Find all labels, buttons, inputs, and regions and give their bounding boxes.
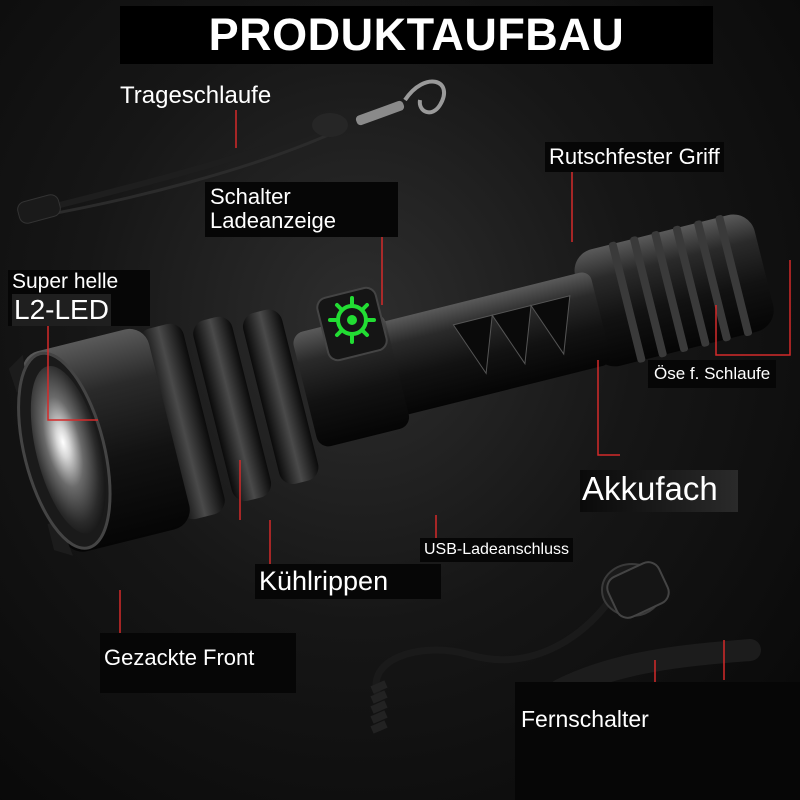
label-schalter: Schalter	[210, 184, 291, 209]
label-gezackte-front: Gezackte Front	[100, 633, 296, 693]
label-usb: USB-Ladeanschluss	[420, 538, 573, 562]
label-ladeanzeige: Ladeanzeige	[210, 208, 337, 233]
switch-button	[316, 286, 388, 362]
title-banner: PRODUKTAUFBAU	[120, 6, 713, 64]
label-l2-led: L2-LED	[12, 294, 111, 326]
lanyard	[17, 79, 447, 224]
label-akkufach: Akkufach	[580, 470, 738, 512]
leader-lines	[47, 110, 791, 690]
flashlight-body	[8, 214, 774, 556]
label-fernschalter: Fernschalter	[515, 682, 800, 800]
label-kuehlrippen: Kühlrippen	[255, 564, 441, 599]
page-title: PRODUKTAUFBAU	[208, 9, 625, 60]
label-schalter-box: Schalter Ladeanzeige	[205, 182, 398, 237]
label-led-box: Super helle L2-LED	[8, 270, 150, 326]
label-trageschlaufe: Trageschlaufe	[120, 82, 272, 109]
label-oese: Öse f. Schlaufe	[648, 360, 777, 388]
label-super-helle: Super helle	[12, 270, 119, 293]
label-rutschfester-griff: Rutschfester Griff	[545, 142, 724, 172]
